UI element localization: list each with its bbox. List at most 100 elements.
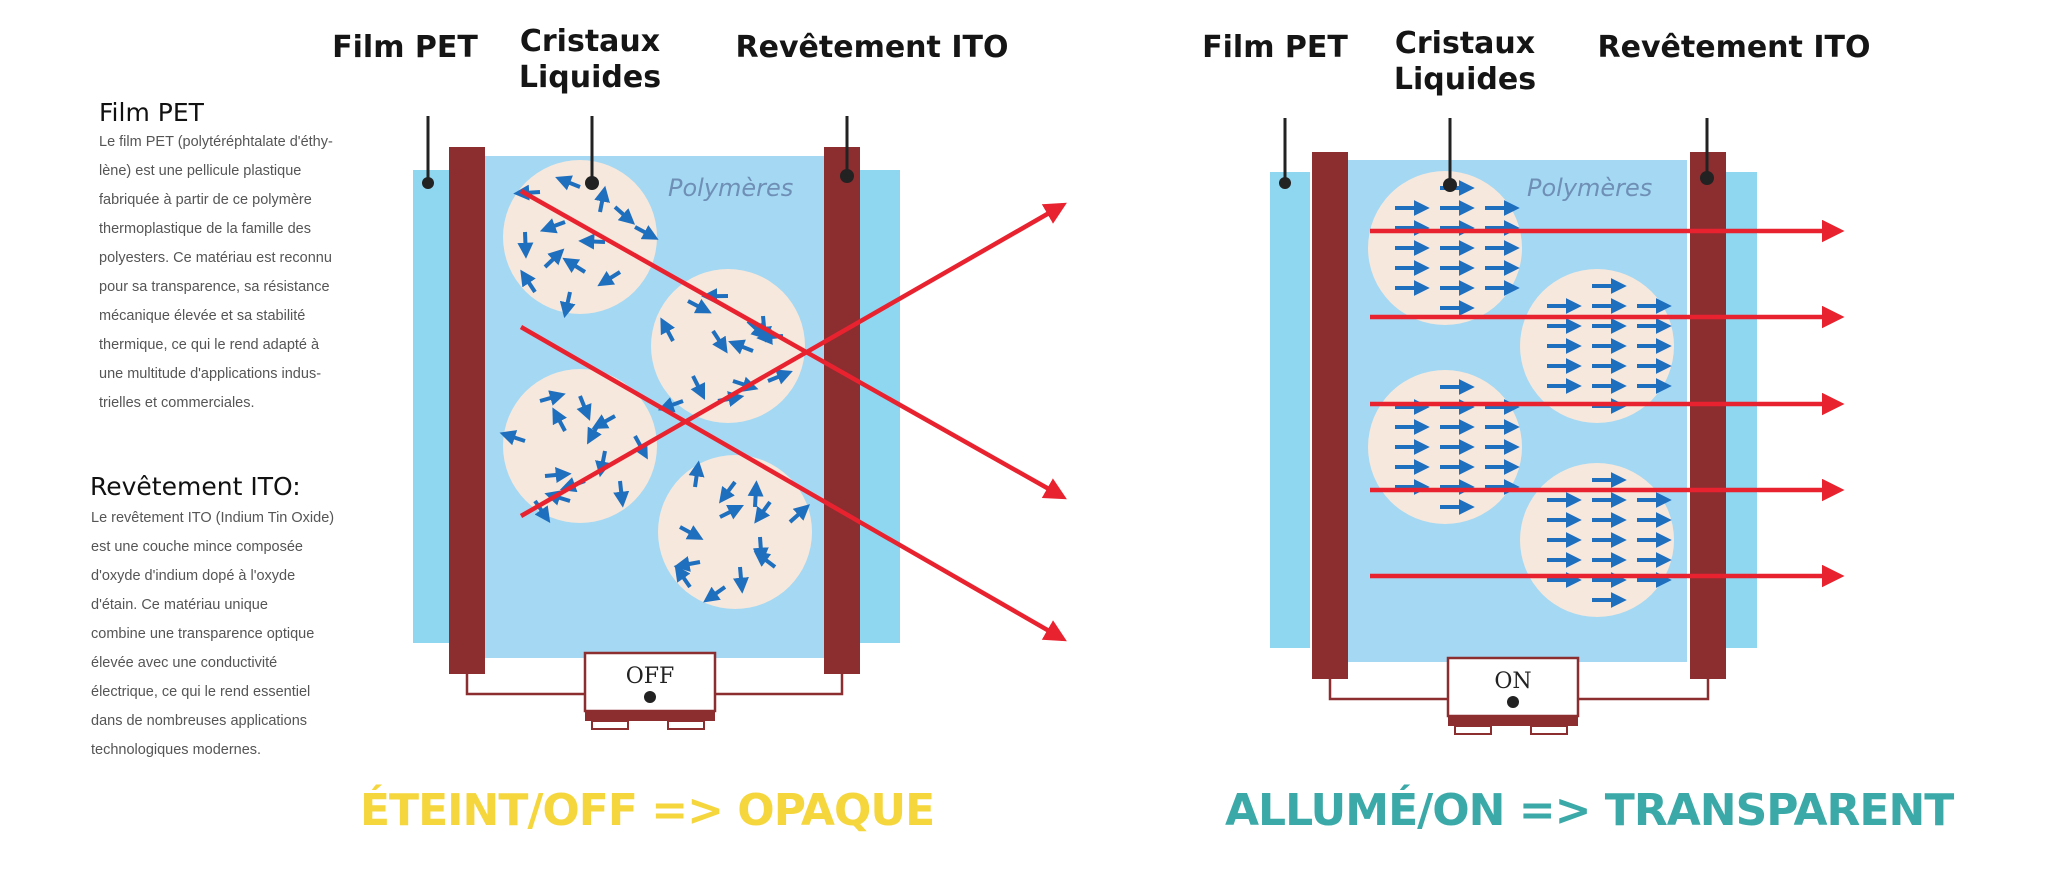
text-line: dans de nombreuses applications <box>91 713 308 729</box>
crystal-arrow <box>687 298 712 314</box>
label-film-pet-off: Film PET <box>332 30 478 65</box>
crystal-arrow <box>674 565 692 589</box>
leader-dot <box>585 176 599 190</box>
text-line: pour sa transparence, sa résistance <box>99 279 330 295</box>
label-cristaux-off: Cristaux Liquides <box>518 24 662 95</box>
switch-foot <box>1530 725 1568 735</box>
circuit-wire-left <box>1328 679 1448 701</box>
pet-heading: Film PET <box>99 98 204 127</box>
crystal-arrow <box>719 505 744 520</box>
circuit-wire-right <box>1578 679 1710 701</box>
switch-label-off: OFF <box>626 664 675 689</box>
crystal-arrow <box>578 233 606 250</box>
caption-off-opaque: ÉTEINT/OFF => OPAQUE <box>360 785 935 836</box>
crystal-arrow <box>597 270 622 287</box>
circuit-wire-right <box>715 674 844 696</box>
off-state-diagram: Polymères OFF <box>355 116 1067 730</box>
switch-base <box>1448 716 1578 726</box>
label-leaders <box>426 116 849 183</box>
crystal-arrow <box>539 390 566 406</box>
crystal-arrow <box>576 395 592 421</box>
circuit-wire-left <box>465 674 585 696</box>
label-leaders <box>1283 118 1709 185</box>
leader-dot <box>1443 178 1457 192</box>
pet-description: Le film PET (polytéréphtalate d'éthy-lèn… <box>99 128 333 418</box>
crystal-arrow <box>613 480 630 508</box>
on-state-diagram: Polymères ON <box>1250 118 1845 735</box>
leader-dot <box>1279 177 1291 189</box>
crystal-arrow <box>732 566 749 594</box>
scattered-light-rays <box>355 188 1067 642</box>
random-crystals <box>499 175 811 603</box>
switch-foot <box>1454 725 1492 735</box>
switch-foot <box>667 720 705 730</box>
crystal-arrow <box>613 205 636 225</box>
crystal-arrow <box>711 329 728 354</box>
caption-on-transparent: ALLUMÉ/ON => TRANSPARENT <box>1225 785 1954 836</box>
droplet <box>651 269 805 423</box>
crystal-arrow <box>559 291 576 319</box>
text-line: lène) est une pellicule plastique <box>99 163 302 179</box>
crystal-arrow <box>520 269 537 294</box>
label-cristaux-on: Cristaux Liquides <box>1393 26 1537 97</box>
ito-description: Le revêtement ITO (Indium Tin Oxide) est … <box>91 504 334 765</box>
crystal-arrow <box>688 460 705 488</box>
text-line: une multitude d'applications indus- <box>99 366 322 382</box>
crystal-arrow <box>753 550 777 569</box>
switch-knob <box>644 691 656 703</box>
text-line: d'étain. Ce matériau unique <box>91 597 268 613</box>
glass-pane-right <box>860 170 900 643</box>
polymeres-label: Polymères <box>1527 174 1652 202</box>
crystal-arrow <box>703 585 727 603</box>
crystal-arrow <box>657 397 684 413</box>
crystal-arrow <box>634 225 659 240</box>
text-line: d'oxyde d'indium dopé à l'oxyde <box>91 568 296 584</box>
text-line: électrique, ce qui le rend essentiel <box>91 684 311 700</box>
crystal-arrow <box>747 480 764 508</box>
switch-label-on: ON <box>1494 669 1531 694</box>
text-line: thermique, ce qui le rend adapté à <box>99 337 320 353</box>
crystal-arrow <box>679 525 704 540</box>
crystal-arrow <box>594 185 610 213</box>
text-line: combine une transparence optique <box>91 626 315 642</box>
crystal-arrow <box>690 375 705 400</box>
label-film-pet-on: Film PET <box>1202 30 1348 65</box>
ito-heading: Revêtement ITO: <box>90 472 301 501</box>
crystal-arrow <box>533 499 551 524</box>
crystal-arrow <box>562 257 587 274</box>
crystal-arrow <box>552 407 567 432</box>
text-line: Le revêtement ITO (Indium Tin Oxide) <box>91 510 335 526</box>
crystal-arrow <box>543 248 565 269</box>
polymeres-label: Polymères <box>668 174 793 202</box>
crystal-arrow <box>719 480 737 504</box>
crystal-arrow <box>539 218 566 234</box>
crystal-arrow <box>587 420 602 445</box>
switch-knob <box>1507 696 1519 708</box>
text-line: fabriquée à partir de ce polymère <box>99 192 312 208</box>
electrode-left <box>1312 152 1348 679</box>
text-line: polyesters. Ce matériau est reconnu <box>99 250 332 266</box>
label-revetement-off: Revêtement ITO <box>735 30 1009 65</box>
switch-base <box>585 711 715 721</box>
electrode-right <box>824 147 860 674</box>
label-revetement-on: Revêtement ITO <box>1597 30 1871 65</box>
text-line: mécanique élevée et sa stabilité <box>99 308 306 324</box>
crystal-arrow <box>754 500 772 524</box>
crystal-arrow <box>555 175 581 191</box>
text-line: thermoplastique de la famille des <box>99 221 311 237</box>
leader-dot <box>1700 171 1714 185</box>
text-line: est une couche mince composée <box>91 539 303 555</box>
crystal-arrow <box>728 339 754 355</box>
crystal-arrow <box>517 231 534 259</box>
leader-dot <box>840 169 854 183</box>
droplet <box>658 455 812 609</box>
crystal-arrow <box>788 504 811 524</box>
glass-pane-left <box>1270 172 1310 648</box>
straight-light-rays <box>1250 219 1845 588</box>
crystal-arrow <box>746 319 768 340</box>
switch-foot <box>591 720 629 730</box>
electrode-right <box>1690 152 1726 679</box>
text-line: technologiques modernes. <box>91 742 262 758</box>
crystal-arrow <box>767 369 793 385</box>
text-line: Le film PET (polytéréphtalate d'éthy- <box>99 134 333 150</box>
